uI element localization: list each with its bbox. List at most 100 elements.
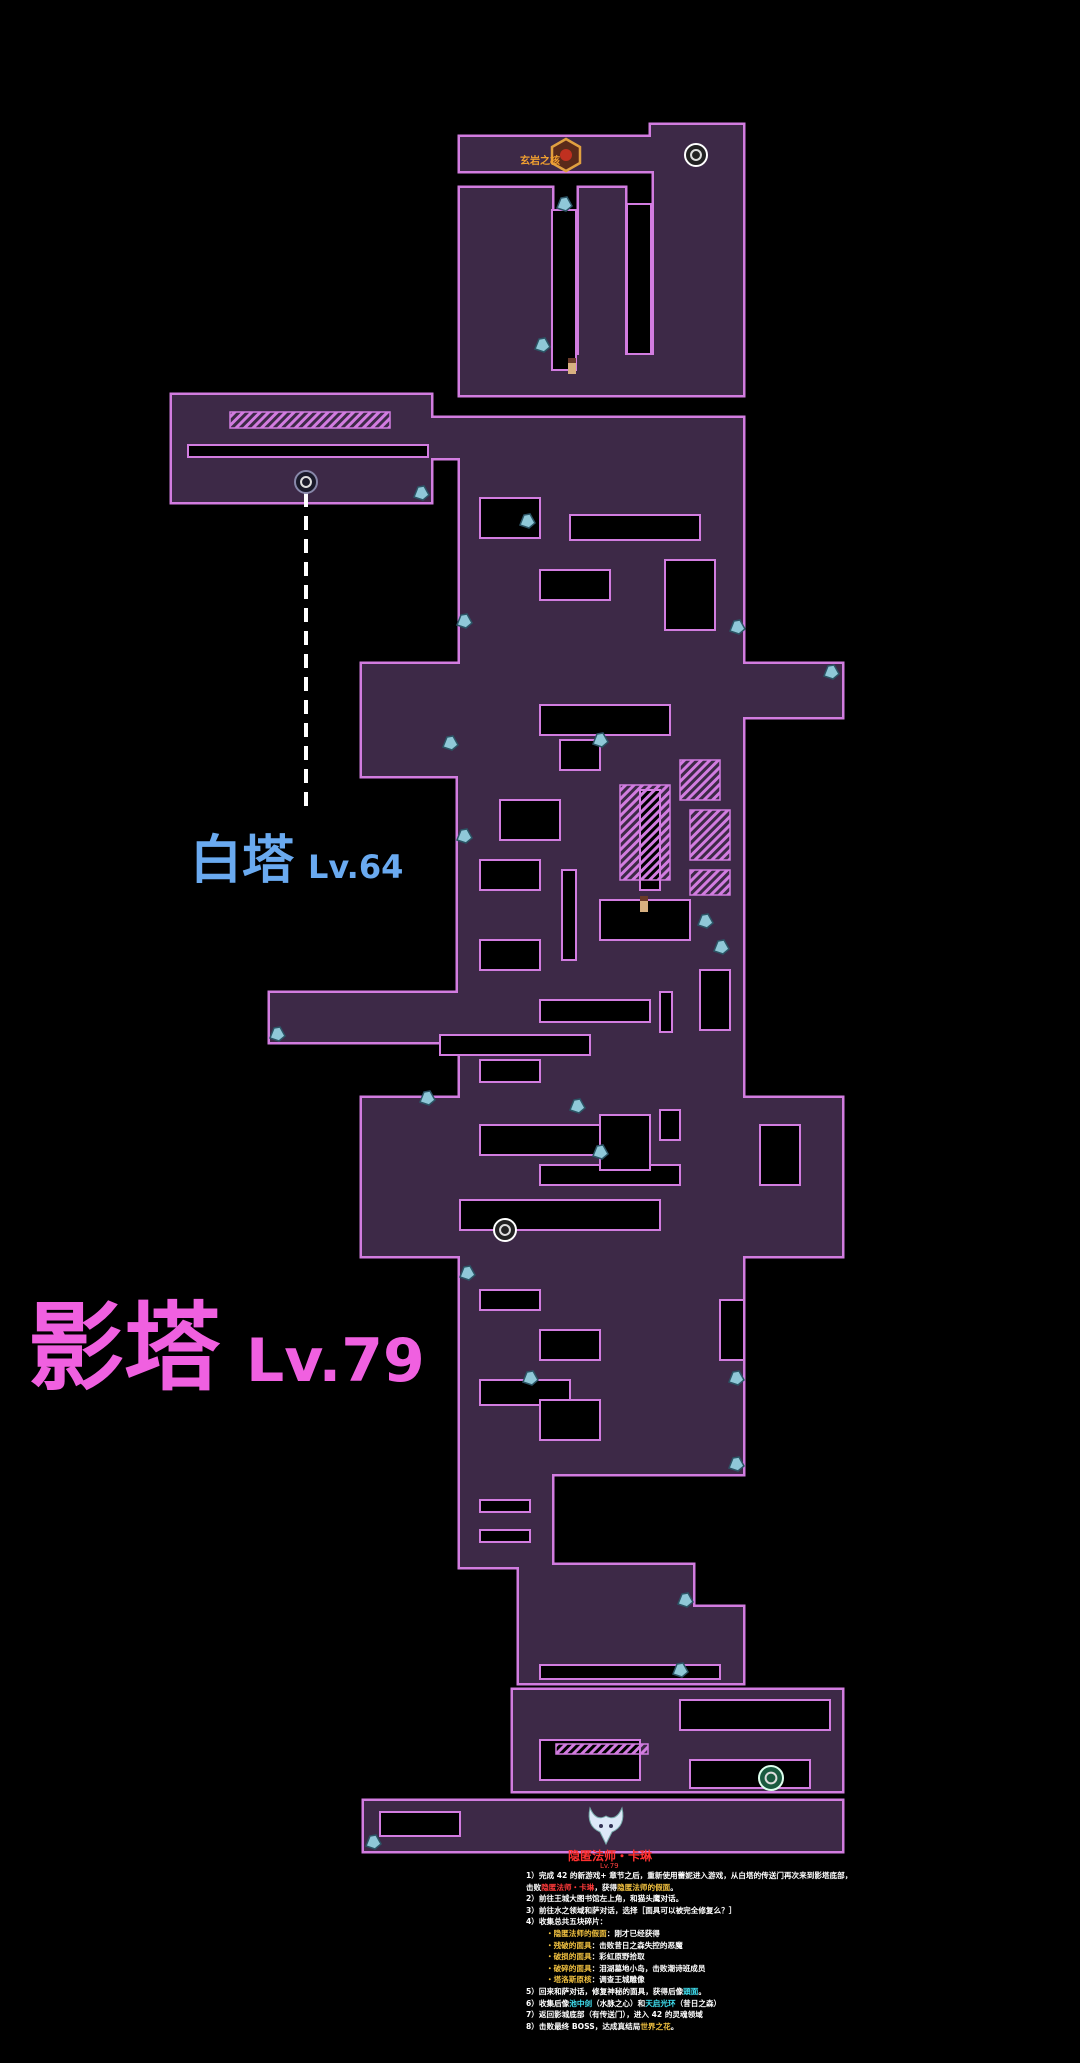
- guide-text: 4）收集总共五块碎片：: [526, 1917, 608, 1927]
- crystal-icon[interactable]: [823, 664, 840, 680]
- crystal-icon[interactable]: [534, 337, 551, 353]
- guide-text: 。: [670, 1882, 678, 1892]
- crystal-icon[interactable]: [456, 613, 473, 629]
- crystal-icon[interactable]: [728, 1456, 745, 1472]
- hatched-area: [689, 809, 731, 861]
- guide-text: 5）回来和萨对话，修复神秘的面具，获得后像: [526, 1986, 684, 1996]
- portal-spiral-icon[interactable]: [294, 470, 318, 494]
- guide-text: 7）返回影城底部（有传送门），进入 42 的灵魂领域: [526, 2010, 703, 2020]
- guide-step: 1）完成 42 的新游戏+ 章节之后，重新使用蕾妮进入游戏，从白塔的传送门再次来…: [526, 1870, 886, 1882]
- crystal-icon[interactable]: [697, 913, 714, 929]
- inner-wall: [551, 209, 577, 371]
- core-label: 玄岩之核: [520, 156, 560, 167]
- guide-text: 頭面: [683, 1986, 699, 1996]
- inner-wall: [569, 514, 701, 541]
- fist-icon[interactable]: [684, 143, 708, 167]
- map-hatched-areas: [229, 411, 731, 1755]
- crystal-icon[interactable]: [442, 735, 459, 751]
- inner-wall: [439, 1034, 591, 1056]
- inner-wall: [659, 1109, 681, 1141]
- guide-text: ：刚才已经获得: [606, 1928, 660, 1938]
- guide-text: 世界之花: [640, 2021, 671, 2031]
- inner-wall: [561, 869, 577, 961]
- crystal-icon[interactable]: [592, 1144, 609, 1160]
- guide-text: 隐匿法师・卡琳: [541, 1882, 595, 1892]
- hatched-area: [229, 411, 391, 429]
- inner-wall: [539, 999, 651, 1023]
- inner-wall: [626, 203, 652, 355]
- crystal-icon[interactable]: [413, 485, 430, 501]
- inner-wall: [599, 1114, 651, 1171]
- crystal-icon[interactable]: [713, 939, 730, 955]
- inner-wall: [539, 569, 611, 601]
- guide-text: ：彩虹原野拾取: [591, 1952, 645, 1962]
- guide-text: 2）前往王城大图书馆左上角，和猫头鹰对话。: [526, 1894, 684, 1904]
- boss-name: 隐匿法师・卡琳: [568, 1849, 653, 1863]
- guide-steps: 1）完成 42 的新游戏+ 章节之后，重新使用蕾妮进入游戏，从白塔的传送门再次来…: [526, 1870, 886, 2032]
- inner-wall: [479, 1529, 531, 1543]
- crystal-icon[interactable]: [269, 1026, 286, 1042]
- guide-text: 破碎的面具: [553, 1963, 592, 1973]
- guide-text: 天启光环: [645, 1998, 676, 2008]
- crystal-icon[interactable]: [569, 1098, 586, 1114]
- room-floor: [460, 188, 552, 372]
- crystal-icon[interactable]: [592, 732, 609, 748]
- world-tree-icon[interactable]: [758, 1765, 784, 1791]
- guide-step: 4）收集总共五块碎片：: [526, 1916, 886, 1928]
- fist-icon[interactable]: [493, 1218, 517, 1242]
- boss-level: Lv.79: [600, 1862, 619, 1870]
- inner-wall: [479, 1379, 571, 1406]
- shadow-tower-level: Lv.79: [246, 1326, 425, 1396]
- inner-wall: [659, 991, 673, 1033]
- crystal-icon[interactable]: [672, 1662, 689, 1678]
- guide-step: 3）前往水之领域和萨对话，选择［面具可以被完全修复么？］: [526, 1905, 886, 1917]
- inner-wall: [539, 1329, 601, 1361]
- player-marker-icon[interactable]: [568, 358, 576, 374]
- guide-text: 。: [698, 1986, 706, 1996]
- map-icons: [269, 137, 840, 1850]
- crystal-icon[interactable]: [365, 1834, 382, 1850]
- inner-wall: [459, 1199, 661, 1231]
- crystal-icon[interactable]: [522, 1370, 539, 1386]
- crystal-icon[interactable]: [556, 196, 573, 212]
- guide-text: 8）击败最终 BOSS，达成真结局: [526, 2021, 641, 2031]
- guide-text: 3）前往水之领域和萨对话，选择［面具可以被完全修复么？］: [526, 1905, 737, 1915]
- inner-wall: [689, 1759, 811, 1789]
- room-floor: [460, 1473, 552, 1567]
- inner-wall: [719, 1299, 745, 1361]
- demon-mask-boss-icon[interactable]: [588, 1806, 624, 1846]
- crystal-icon[interactable]: [519, 513, 536, 529]
- guide-text: 塔洛斯原核: [553, 1975, 592, 1985]
- inner-wall: [479, 939, 541, 971]
- guide-step: 2）前往王城大图书馆左上角，和猫头鹰对话。: [526, 1893, 886, 1905]
- guide-text: ・: [546, 1940, 554, 1950]
- crystal-icon[interactable]: [677, 1592, 694, 1608]
- inner-wall: [479, 1289, 541, 1311]
- inner-wall: [679, 1699, 831, 1731]
- guide-step: 8）击败最终 BOSS，达成真结局世界之花。: [526, 2021, 886, 2033]
- guide-text: ・: [546, 1952, 554, 1962]
- guide-step: 击败隐匿法师・卡琳，获得隐匿法师的假面。: [526, 1882, 886, 1894]
- guide-text: ：调查王城雕像: [591, 1975, 645, 1985]
- hatched-area: [679, 759, 721, 801]
- inner-wall: [187, 444, 429, 458]
- inner-wall: [499, 799, 561, 841]
- guide-text: ・: [546, 1963, 554, 1973]
- room-floor: [519, 1565, 693, 1607]
- inner-wall: [759, 1124, 801, 1186]
- inner-wall: [539, 1399, 601, 1441]
- inner-wall: [559, 739, 601, 771]
- white-tower-level: Lv.64: [308, 848, 404, 886]
- core-boss-hex-icon[interactable]: [550, 137, 582, 173]
- guide-text: （昔日之森）: [675, 1998, 722, 2008]
- crystal-icon[interactable]: [456, 828, 473, 844]
- crystal-icon[interactable]: [728, 1370, 745, 1386]
- guide-text: ，获得: [594, 1882, 618, 1892]
- guide-step: ・破损的面具：彩虹原野拾取: [526, 1951, 886, 1963]
- crystal-icon[interactable]: [459, 1265, 476, 1281]
- crystal-icon[interactable]: [419, 1090, 436, 1106]
- guide-step: ・残破的面具：击败昔日之森失控的恶魔: [526, 1940, 886, 1952]
- crystal-icon[interactable]: [729, 619, 746, 635]
- guide-step: ・破碎的面具：泪湖墓地小岛，击败潮诗班成员: [526, 1963, 886, 1975]
- player-marker-icon[interactable]: [640, 896, 648, 912]
